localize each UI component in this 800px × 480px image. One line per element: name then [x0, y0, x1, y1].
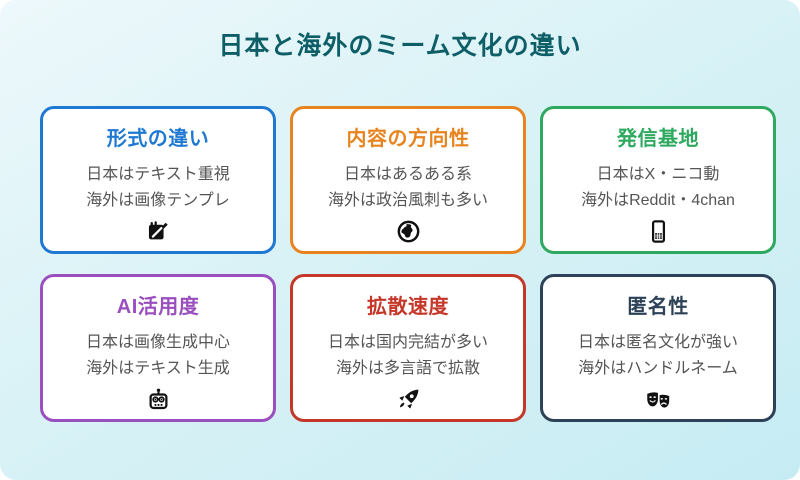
- memo-pencil-icon: [145, 218, 172, 245]
- rocket-icon: [395, 386, 422, 413]
- card-line-japan: 日本はX・ニコ動: [596, 166, 720, 183]
- card-line-overseas: 海外はReddit・4chan: [581, 191, 735, 209]
- page-title: 日本と海外のミーム文化の違い: [218, 32, 582, 60]
- card-line-overseas: 海外はテキスト生成: [86, 359, 230, 377]
- card-line-japan: 日本はあるある系: [343, 166, 472, 183]
- card-broadcast-base: 発信基地 日本はX・ニコ動 海外はReddit・4chan: [540, 106, 776, 254]
- card-line-overseas: 海外は画像テンプレ: [86, 191, 230, 209]
- mobile-phone-icon: [645, 218, 672, 245]
- card-ai-usage: AI活用度 日本は画像生成中心 海外はテキスト生成: [40, 274, 276, 422]
- globe-icon: [395, 218, 422, 245]
- card-line-overseas: 海外は多言語で拡散: [335, 359, 480, 377]
- card-title: 内容の方向性: [346, 128, 470, 150]
- card-title: 形式の違い: [106, 128, 210, 150]
- card-spread-speed: 拡散速度 日本は国内完結が多い 海外は多言語で拡散: [290, 274, 526, 422]
- card-format-difference: 形式の違い 日本はテキスト重視 海外は画像テンプレ: [40, 106, 276, 254]
- card-line-japan: 日本はテキスト重視: [86, 166, 230, 183]
- card-title: AI活用度: [116, 296, 200, 318]
- card-title: 発信基地: [617, 128, 699, 150]
- card-content-direction: 内容の方向性 日本はあるある系 海外は政治風刺も多い: [290, 106, 526, 254]
- card-anonymity: 匿名性 日本は匿名文化が強い 海外はハンドルネーム: [540, 274, 776, 422]
- card-line-japan: 日本は画像生成中心: [85, 334, 230, 351]
- theater-masks-icon: [645, 386, 672, 413]
- card-title: 匿名性: [627, 296, 689, 318]
- robot-icon: [145, 386, 172, 413]
- card-line-overseas: 海外は政治風刺も多い: [327, 191, 488, 209]
- card-line-overseas: 海外はハンドルネーム: [578, 359, 738, 377]
- card-line-japan: 日本は匿名文化が強い: [577, 334, 738, 351]
- card-grid: 形式の違い 日本はテキスト重視 海外は画像テンプレ 内容の方向性 日本はあるある…: [40, 106, 776, 422]
- card-line-japan: 日本は国内完結が多い: [327, 334, 488, 351]
- card-title: 拡散速度: [367, 296, 449, 318]
